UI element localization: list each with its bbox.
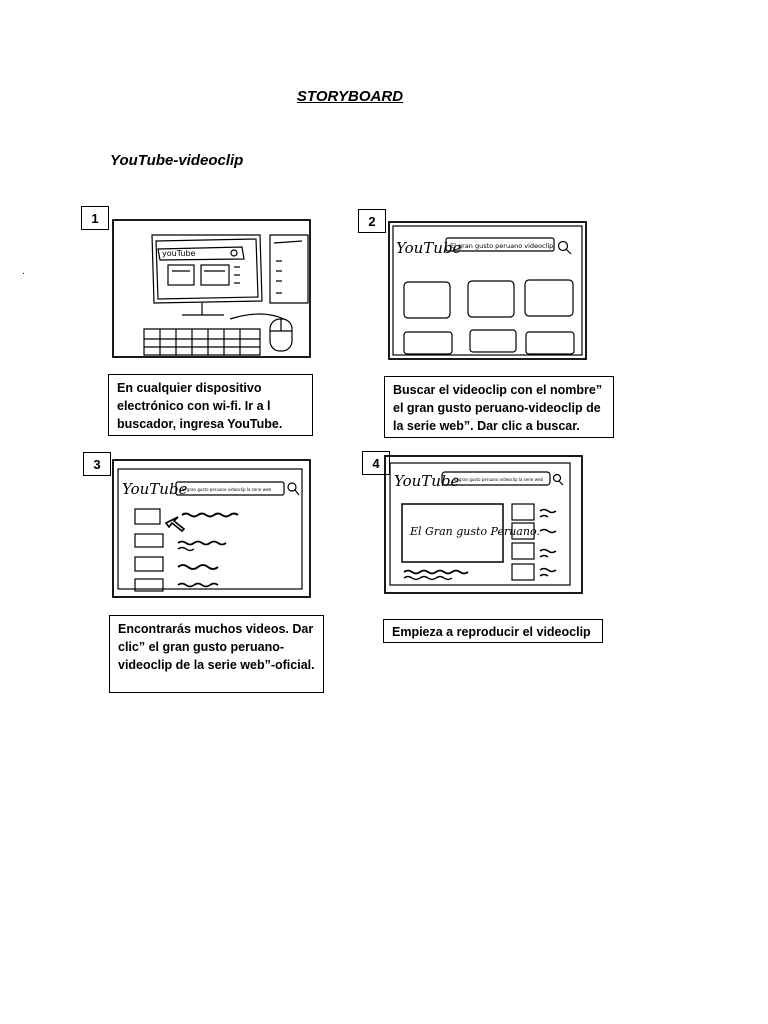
frame-2-sketch-search: El gran gusto peruano videoclip	[450, 242, 553, 250]
frame-3-caption: Encontrarás muchos videos. Dar clic” el …	[109, 615, 324, 693]
frame-1-sketch-logo: youTube	[162, 249, 196, 258]
frame-4-sketch-search: El gran gusto peruano videoclip la serie…	[454, 477, 543, 482]
frame-4-sketch-search-icon	[552, 473, 562, 483]
frame-3-sketch-search: El gran gusto peruano videoclip la serie…	[182, 487, 271, 492]
frame-3-sketch-search-icon	[287, 482, 297, 492]
frame-3-number: 3	[83, 452, 111, 476]
frame-1-caption: En cualquier dispositivo electrónico con…	[108, 374, 313, 436]
stray-dot: .	[22, 266, 25, 277]
frame-4-sketch-logo: YouTube	[394, 472, 460, 490]
frame-2-sketch: YouTube El gran gusto peruano videoclip	[388, 221, 587, 360]
frame-1-number: 1	[81, 206, 109, 230]
frame-2-sketch-logo: YouTube	[396, 239, 462, 257]
frame-2-number: 2	[358, 209, 386, 233]
frame-1-sketch: youTube	[112, 219, 311, 358]
frame-2-sketch-search-icon	[557, 240, 569, 252]
page-subtitle: YouTube-videoclip	[110, 152, 244, 169]
frame-3-sketch-logo: YouTube	[122, 480, 188, 498]
frame-4-sketch: YouTube El gran gusto peruano videoclip …	[384, 455, 583, 594]
frame-4-sketch-video-text: El Gran gusto Peruano.	[409, 525, 540, 538]
page-title: STORYBOARD	[296, 88, 404, 105]
frame-3-sketch: YouTube El gran gusto peruano videoclip …	[112, 459, 311, 598]
frame-4-caption: Empieza a reproducir el videoclip	[383, 619, 603, 643]
frame-2-caption: Buscar el videoclip con el nombre” el gr…	[384, 376, 614, 438]
